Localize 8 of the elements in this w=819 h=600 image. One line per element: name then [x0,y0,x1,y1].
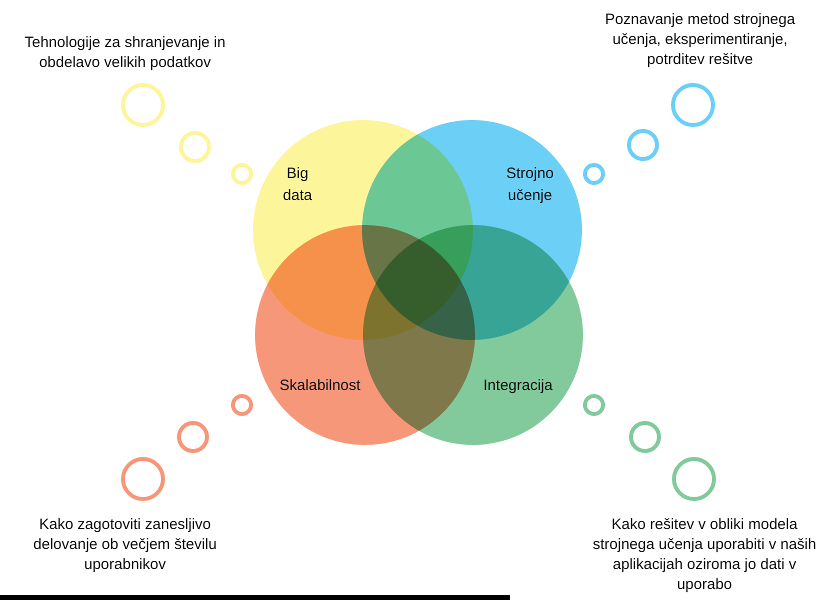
annotation-text: Tehnologije za shranjevanje in obdelavo velikih podatkov [24,33,226,73]
circle-label: Integracija [482,376,554,396]
annotation-text: Poznavanje metod strojnega učenja, eksperimentiranje, potrditev rešitve [604,10,796,70]
circle-label: Skalabilnost [278,376,362,396]
annotation-text: Kako rešitev v obliki modela strojnega učenja uporabiti v naših aplikacijah oziroma jo dati v uporabo [592,515,818,595]
circle-label: Strojno učenje [505,164,555,206]
annotation-text: Kako zagotoviti zanesljivo delovanje ob večjem številu uporabnikov [32,515,218,575]
circle-label: Big data [282,164,314,206]
